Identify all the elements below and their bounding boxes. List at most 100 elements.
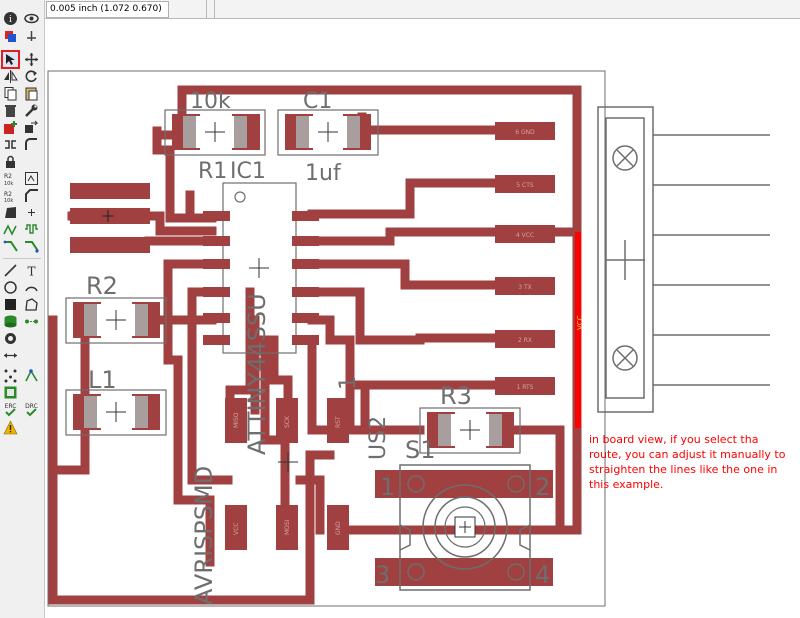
svg-text:ERC: ERC bbox=[5, 403, 17, 410]
palette-divider bbox=[3, 258, 41, 259]
line-icon[interactable] bbox=[3, 263, 18, 278]
trace[interactable] bbox=[163, 259, 215, 567]
pin-icon[interactable] bbox=[24, 205, 39, 220]
drc-icon[interactable]: DRC bbox=[22, 402, 41, 418]
trace[interactable] bbox=[360, 380, 425, 435]
info-icon[interactable]: i bbox=[3, 11, 18, 26]
ic1-value-label: ATTINY44SSU bbox=[243, 293, 271, 455]
switch-s1[interactable]: S1 1 2 3 4 bbox=[375, 436, 553, 591]
dimension-icon[interactable] bbox=[3, 348, 18, 363]
annotation-note: in board view, if you select tha route, … bbox=[589, 433, 786, 491]
arc-icon[interactable] bbox=[24, 280, 39, 295]
toolbar-divider bbox=[206, 0, 207, 18]
meander-icon[interactable] bbox=[24, 222, 39, 237]
s1-label: S1 bbox=[405, 436, 436, 464]
layer-icon[interactable] bbox=[3, 29, 18, 44]
miter-icon[interactable] bbox=[24, 188, 39, 203]
optimize-icon[interactable] bbox=[3, 222, 18, 237]
led-l1[interactable]: L1 bbox=[65, 366, 167, 436]
trace[interactable] bbox=[357, 112, 510, 135]
ic1-label: IC1 bbox=[230, 159, 266, 184]
header-pad[interactable] bbox=[495, 225, 555, 243]
eye-icon[interactable] bbox=[24, 11, 39, 26]
header-pad-label: 2 RX bbox=[518, 337, 532, 344]
rect-icon[interactable] bbox=[3, 297, 18, 312]
coordinate-bar: 0.005 inch (1.072 0.670) bbox=[44, 0, 800, 19]
resistor-r3[interactable]: R3 bbox=[419, 382, 521, 454]
move-group-icon[interactable] bbox=[24, 52, 39, 67]
trace[interactable] bbox=[307, 287, 510, 345]
polygon-icon[interactable] bbox=[3, 205, 18, 220]
trace[interactable] bbox=[307, 227, 582, 246]
hole-icon[interactable] bbox=[3, 331, 18, 346]
header-pad[interactable] bbox=[495, 175, 555, 193]
delete-icon[interactable] bbox=[3, 103, 18, 118]
trace[interactable] bbox=[177, 85, 582, 237]
ftdi-header: 6 GND 5 CTS 4 VCC 3 TX 2 RX 1 RTS bbox=[495, 122, 555, 395]
pin1-label: 1 bbox=[336, 376, 361, 390]
polygon-draw-icon[interactable] bbox=[24, 297, 39, 312]
header-pad[interactable] bbox=[495, 122, 555, 140]
isp-pad-label: VCC bbox=[233, 523, 240, 535]
resistor-r1[interactable]: 10k bbox=[164, 89, 266, 156]
mirror-icon[interactable] bbox=[3, 69, 18, 84]
trace[interactable] bbox=[307, 315, 510, 390]
capacitor-c1[interactable]: C1 1uf bbox=[277, 89, 379, 186]
trace[interactable] bbox=[307, 178, 510, 219]
switch-pin-label: 2 bbox=[535, 473, 550, 501]
autoroute-icon[interactable] bbox=[3, 385, 18, 400]
via-icon[interactable] bbox=[3, 314, 18, 329]
circle-icon[interactable] bbox=[3, 280, 18, 295]
header-pad-label: 3 TX bbox=[518, 284, 532, 291]
erc-icon[interactable]: ERC bbox=[1, 402, 20, 418]
header-pad[interactable] bbox=[495, 377, 555, 395]
lock-icon[interactable] bbox=[3, 154, 18, 169]
trace[interactable] bbox=[223, 450, 335, 605]
avrisp-header[interactable]: MISO SCK RST VCC MOSI GND AVRISPSMD 1 US… bbox=[190, 376, 391, 605]
replace-icon[interactable] bbox=[24, 120, 39, 135]
r2-label: R2 bbox=[86, 272, 118, 300]
trace[interactable] bbox=[48, 415, 90, 475]
svg-text:R2: R2 bbox=[4, 191, 12, 198]
trace[interactable] bbox=[269, 335, 293, 415]
paste-icon[interactable] bbox=[24, 86, 39, 101]
attribute-icon[interactable] bbox=[3, 368, 18, 383]
trace[interactable] bbox=[307, 259, 510, 290]
add-icon[interactable] bbox=[3, 120, 18, 135]
trace[interactable] bbox=[295, 475, 325, 535]
errors-icon[interactable] bbox=[3, 420, 18, 435]
coordinate-readout: 0.005 inch (1.072 0.670) bbox=[46, 1, 169, 18]
move-icon[interactable] bbox=[3, 52, 18, 67]
svg-text:DRC: DRC bbox=[25, 403, 38, 410]
name-icon[interactable] bbox=[24, 171, 39, 186]
c1-label: C1 bbox=[303, 89, 332, 114]
ratsnest-icon[interactable] bbox=[24, 368, 39, 383]
selected-route[interactable] bbox=[575, 232, 581, 428]
ripup-icon[interactable] bbox=[24, 239, 39, 254]
header-pad[interactable] bbox=[495, 277, 555, 295]
header-pad[interactable] bbox=[495, 330, 555, 348]
header-pad-label: 6 GND bbox=[515, 129, 535, 136]
split-icon[interactable] bbox=[3, 137, 18, 152]
mark-icon[interactable] bbox=[24, 29, 39, 44]
r3-label: R3 bbox=[440, 382, 472, 410]
crystal-pads[interactable] bbox=[70, 183, 150, 253]
text-icon[interactable]: T bbox=[24, 263, 39, 279]
signal-icon[interactable] bbox=[24, 314, 39, 329]
isp-pad-label: RST bbox=[335, 416, 342, 428]
trace[interactable] bbox=[152, 126, 217, 223]
ic1-attiny44[interactable]: ATTINY44SSU bbox=[203, 182, 319, 455]
rotate-icon[interactable] bbox=[24, 69, 39, 84]
trace[interactable] bbox=[48, 315, 233, 605]
copy-icon[interactable] bbox=[3, 86, 18, 101]
resistor-r2[interactable]: R2 bbox=[65, 272, 167, 344]
wrench-icon[interactable] bbox=[24, 103, 39, 118]
bend-icon[interactable] bbox=[24, 137, 39, 152]
isp-pad-label: SCK bbox=[284, 415, 291, 428]
trace[interactable] bbox=[187, 287, 233, 485]
route-icon[interactable] bbox=[3, 239, 18, 254]
